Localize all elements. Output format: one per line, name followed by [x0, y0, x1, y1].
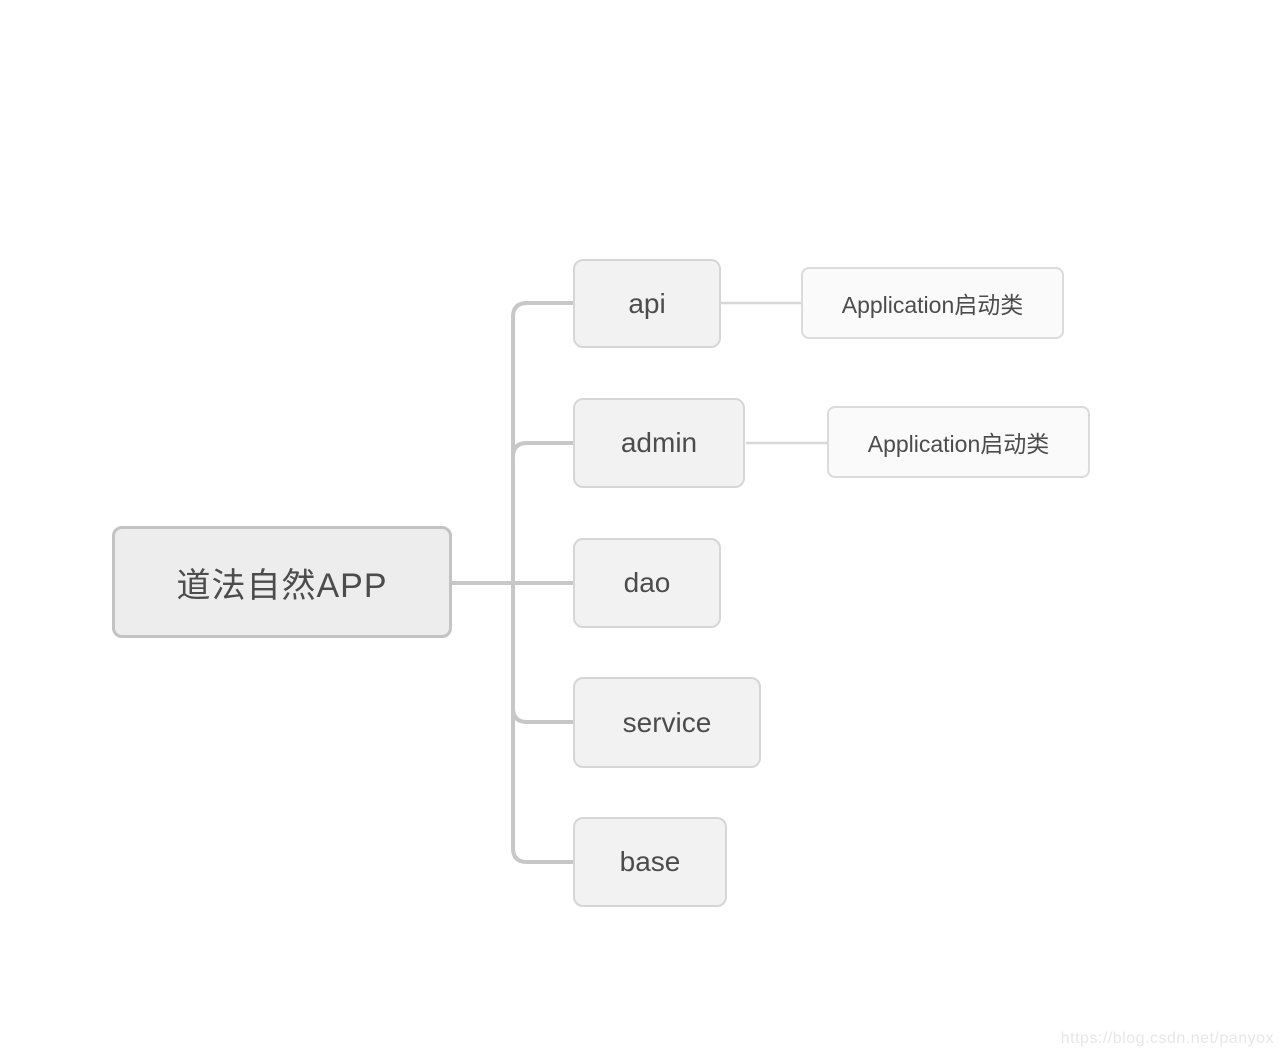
node-dao: dao	[573, 538, 721, 628]
node-admin-label: admin	[620, 427, 698, 458]
node-base: base	[573, 817, 727, 907]
node-service-label: service	[622, 706, 712, 738]
node-root: 道法自然APP	[112, 526, 452, 638]
node-service: service	[573, 677, 761, 768]
node-api-application-class: Application启动类	[801, 267, 1064, 339]
node-admin: admin	[573, 398, 745, 488]
node-base-label: base	[619, 846, 681, 877]
node-api-application-label: Application启动类	[841, 292, 1024, 318]
node-api-label: api	[628, 287, 666, 319]
node-dao-label: dao	[623, 567, 671, 598]
node-api: api	[573, 259, 721, 348]
node-root-label: 道法自然APP	[176, 566, 388, 605]
connector-root-base	[511, 583, 573, 864]
node-admin-application-class: Application启动类	[827, 406, 1090, 478]
connector-root-admin	[511, 441, 573, 583]
connector-root-api	[511, 301, 573, 583]
node-admin-application-label: Application启动类	[867, 431, 1050, 457]
connector-root-service	[511, 583, 573, 724]
csdn-watermark: https://blog.csdn.net/panyox	[1060, 1030, 1274, 1047]
